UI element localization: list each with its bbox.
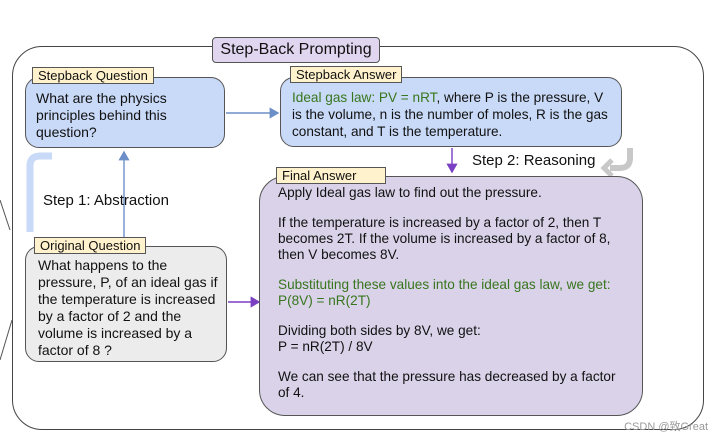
stepback-answer-text: Ideal gas law: PV = nRT, where P is the … [292,89,611,140]
final-answer-p4a: Dividing both sides by 8V, we get: [278,323,481,338]
final-answer-box: Apply Ideal gas law to find out the pres… [259,176,643,416]
final-answer-p1: Apply Ideal gas law to find out the pres… [278,185,542,200]
ideal-gas-law-highlight: Ideal gas law: PV = nRT [292,90,437,105]
original-question-box: What happens to the pressure, P, of an i… [25,246,227,362]
step-1-label: Step 1: Abstraction [43,192,169,209]
curved-arrow-left [26,152,52,232]
stepback-answer-body: , where P is the pressure, V is the volu… [292,90,608,139]
stepback-question-text: What are the physics principles behind t… [36,90,167,140]
stepback-question-box: What are the physics principles behind t… [25,77,225,148]
stepback-answer-label: Stepback Answer [290,66,403,83]
final-answer-p2: If the temperature is increased by a fac… [278,215,611,262]
watermark: CSDN @致Great [624,421,708,433]
final-answer-p4b: P = nR(2T) / 8V [278,339,373,354]
diagram-title: Step-Back Prompting [212,37,380,63]
final-answer-p5: We can see that the pressure has decreas… [278,369,616,400]
original-question-text: What happens to the pressure, P, of an i… [38,257,218,358]
stepback-question-label: Stepback Question [32,67,154,84]
original-question-label: Original Question [34,237,147,254]
step-2-label: Step 2: Reasoning [472,152,596,169]
stepback-answer-box: Ideal gas law: PV = nRT, where P is the … [280,77,622,147]
final-answer-label: Final Answer [276,167,386,184]
curved-arrow-right [610,148,633,171]
final-answer-p3b: P(8V) = nR(2T) [278,293,371,308]
final-answer-p3a: Substituting these values into the ideal… [278,277,611,292]
